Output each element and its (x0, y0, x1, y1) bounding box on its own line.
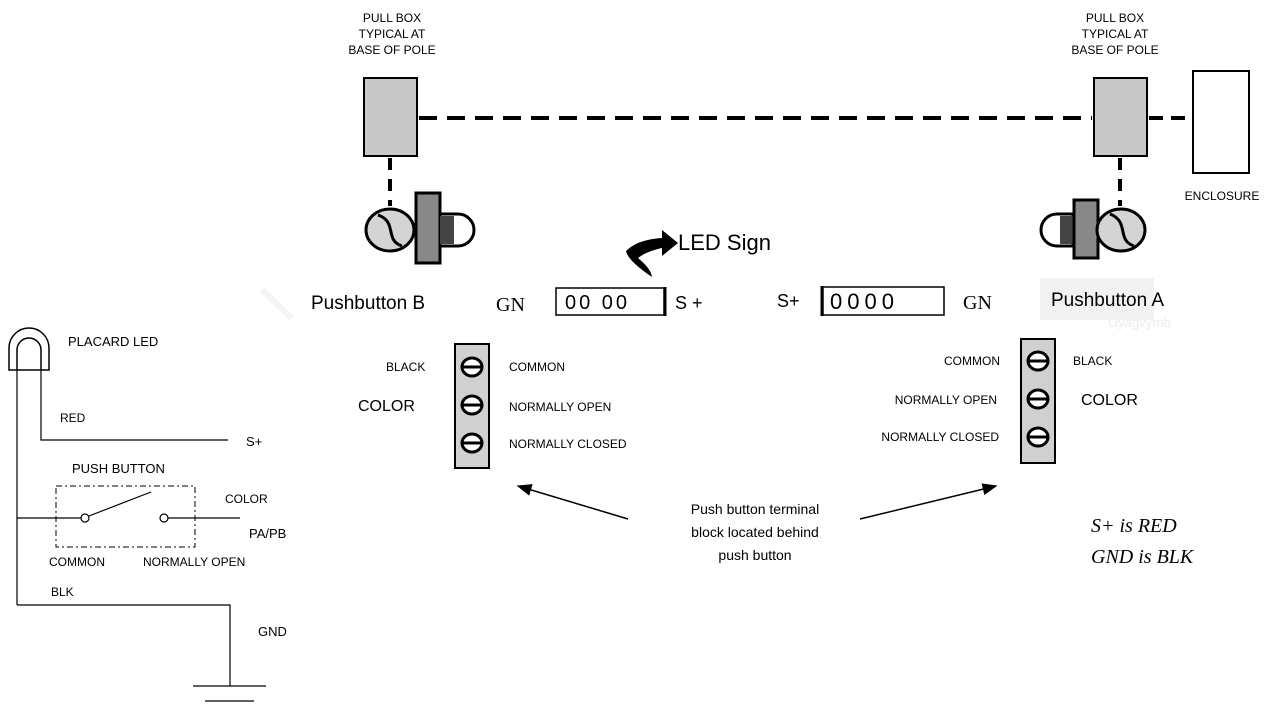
pushbutton-b-label: Pushbutton B (311, 293, 425, 314)
led-sign-label: LED Sign (678, 230, 771, 255)
wire-color-legend: S+ is RED GND is BLK (1091, 515, 1195, 568)
wire-blk-label: BLK (51, 585, 74, 599)
terminal-b-wire-black: BLACK (386, 360, 425, 374)
pushbutton-a-label: Pushbutton A (1051, 290, 1164, 311)
terminal-screw-a-normally-closed (1026, 426, 1050, 448)
terminal-b-normally-open: NORMALLY OPEN (509, 400, 611, 414)
gnd-label: GND (258, 624, 287, 639)
wire-color-label: COLOR (225, 492, 268, 506)
s-plus-terminal-label: S+ (246, 434, 262, 449)
terminal-screw-b-normally-open (460, 394, 484, 416)
terminal-a-wire-black: BLACK (1073, 354, 1112, 368)
svg-text:TYPICAL AT: TYPICAL AT (359, 27, 426, 41)
pushbutton-a-s-label: S+ (777, 291, 800, 311)
pull-box-right (1093, 77, 1148, 157)
terminal-a-wire-color: COLOR (1081, 392, 1138, 409)
normally-open-label: NORMALLY OPEN (143, 555, 245, 569)
common-label: COMMON (49, 555, 105, 569)
svg-text:TYPICAL AT: TYPICAL AT (1082, 27, 1149, 41)
push-button-box (55, 485, 196, 548)
terminal-screw-a-normally-open (1026, 388, 1050, 410)
led-sign-arrow (626, 230, 678, 277)
terminal-screw-b-normally-closed (460, 432, 484, 454)
switch-contact-normally-open (159, 513, 169, 523)
svg-text:Push button terminal: Push button terminal (691, 501, 819, 517)
pushbutton-a-icon (1039, 198, 1147, 260)
wire-red-label: RED (60, 411, 86, 425)
pushbutton-a-gn-label: GN (963, 292, 992, 314)
placard-led-label: PLACARD LED (68, 334, 158, 349)
display-b-digits: 00 00 (565, 292, 630, 314)
pushbutton-b-gn-label: GN (496, 294, 525, 316)
pull-box-left (363, 77, 418, 157)
push-button-label: PUSH BUTTON (72, 461, 165, 476)
faint-highlight (1040, 278, 1154, 320)
pushbutton-b-s-label: S + (675, 293, 703, 313)
terminal-a-common: COMMON (944, 354, 1000, 368)
svg-text:push button: push button (718, 547, 791, 563)
switch-contact-common (80, 513, 90, 523)
placard-led-symbol (8, 327, 50, 371)
terminal-screw-b-common (460, 356, 484, 378)
display-a (822, 286, 945, 316)
terminal-b-common: COMMON (509, 360, 565, 374)
svg-text:BASE OF POLE: BASE OF POLE (1071, 43, 1158, 57)
pull-box-left-label: PULL BOX TYPICAL AT BASE OF POLE (348, 11, 435, 57)
enclosure-label: ENCLOSURE (1185, 189, 1260, 203)
terminal-screw-a-common (1026, 350, 1050, 372)
pushbutton-a-faint-label: Oyagvyrnb (1108, 315, 1171, 330)
enclosure-box (1192, 70, 1250, 174)
svg-text:PULL BOX: PULL BOX (1086, 11, 1144, 25)
terminal-b-wire-color: COLOR (358, 398, 415, 415)
terminal-a-normally-closed: NORMALLY CLOSED (881, 430, 999, 444)
ground-symbol (193, 685, 266, 702)
svg-text:block located behind: block located behind (691, 524, 819, 540)
faint-mark (259, 287, 295, 321)
pull-box-right-label: PULL BOX TYPICAL AT BASE OF POLE (1071, 11, 1158, 57)
wire-red (40, 370, 228, 441)
wire-ground (17, 604, 231, 686)
pushbutton-b-icon (364, 191, 476, 265)
svg-text:S+ is RED: S+ is RED (1091, 515, 1177, 537)
display-a-digits: 0000 (830, 289, 899, 314)
pa-pb-label: PA/PB (249, 526, 286, 541)
terminal-a-normally-open: NORMALLY OPEN (895, 393, 997, 407)
svg-text:GND is BLK: GND is BLK (1091, 546, 1195, 568)
svg-text:PULL BOX: PULL BOX (363, 11, 421, 25)
note-arrow-right (859, 483, 998, 520)
note-arrow-left (516, 484, 629, 520)
switch-blade (88, 491, 152, 517)
terminal-b-normally-closed: NORMALLY CLOSED (509, 437, 627, 451)
terminal-note: Push button terminal block located behin… (691, 501, 819, 563)
svg-text:BASE OF POLE: BASE OF POLE (348, 43, 435, 57)
